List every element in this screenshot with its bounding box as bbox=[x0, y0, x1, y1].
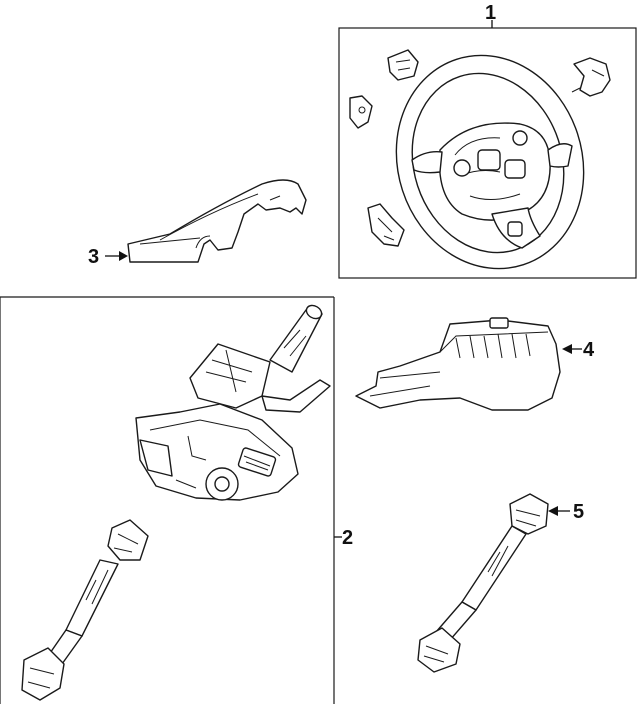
callout-4-arrow bbox=[562, 344, 572, 354]
upper-shroud[interactable] bbox=[127, 179, 307, 263]
callout-4-label[interactable]: 4 bbox=[583, 339, 595, 361]
lower-shroud[interactable] bbox=[355, 317, 561, 411]
callout-5-arrow bbox=[548, 506, 558, 516]
callout-5-label[interactable]: 5 bbox=[573, 501, 584, 523]
intermediate-shaft[interactable] bbox=[417, 493, 549, 673]
callout-3-label[interactable]: 3 bbox=[88, 246, 99, 268]
steering-column-frame bbox=[0, 296, 334, 704]
intermediate-shaft-left[interactable] bbox=[21, 519, 149, 701]
switch-upper-left[interactable] bbox=[387, 49, 419, 81]
callout-2-label[interactable]: 2 bbox=[342, 527, 353, 549]
switch-upper-right[interactable] bbox=[571, 57, 611, 97]
switch-left[interactable] bbox=[349, 95, 373, 129]
lower-shroud-group: 4 bbox=[355, 317, 595, 411]
intermediate-shaft-group: 5 bbox=[417, 493, 584, 673]
steering-wheel-frame bbox=[338, 27, 637, 279]
upper-shroud-group: 3 bbox=[88, 179, 307, 268]
callout-3-arrow bbox=[119, 251, 128, 261]
callout-1-label[interactable]: 1 bbox=[485, 2, 496, 24]
steering-column-assembly[interactable] bbox=[135, 303, 331, 501]
steering-wheel[interactable] bbox=[369, 31, 611, 293]
switch-lower-left[interactable] bbox=[367, 203, 405, 247]
steering-wheel-group: 1 bbox=[338, 2, 637, 293]
steering-column-group: 2 bbox=[0, 296, 353, 704]
